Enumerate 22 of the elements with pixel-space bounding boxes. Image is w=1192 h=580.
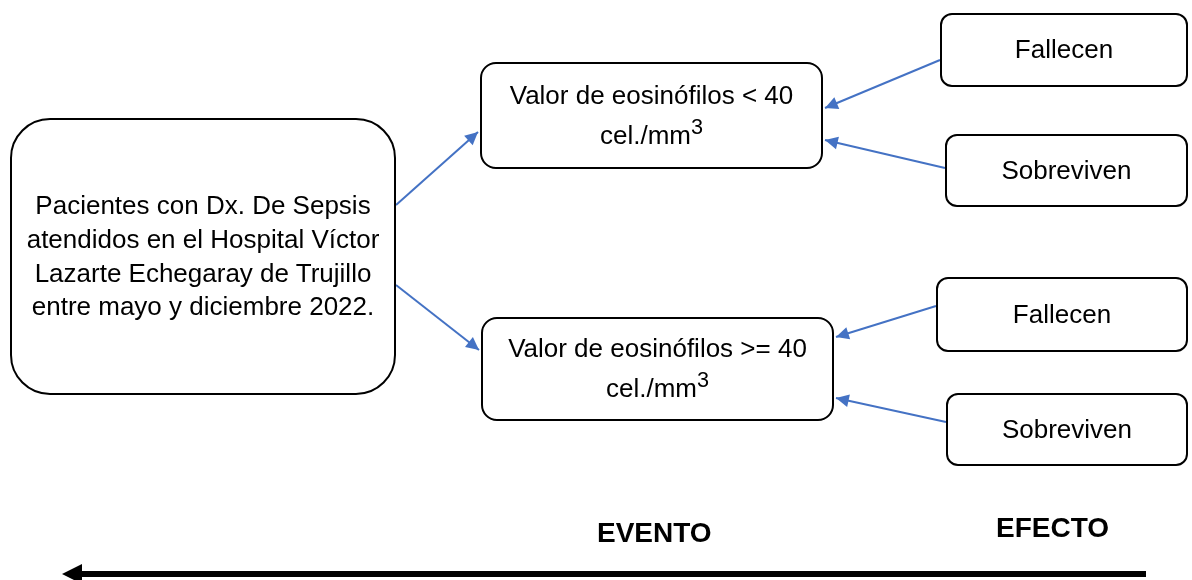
box-text: Sobreviven bbox=[1001, 153, 1132, 187]
rounded-box bbox=[940, 13, 1188, 87]
axis-label: EVENTO bbox=[597, 517, 712, 549]
box-text: Fallecen bbox=[1014, 33, 1114, 67]
arrow bbox=[835, 305, 937, 340]
rounded-box bbox=[946, 393, 1188, 466]
box-text: Fallecen bbox=[1012, 297, 1112, 331]
arrow bbox=[824, 136, 946, 169]
arrow bbox=[824, 59, 941, 109]
arrow bbox=[835, 394, 947, 423]
rounded-box bbox=[481, 317, 834, 421]
box-text: Valor de eosinófilos < 40 cel./mm$^{3}$ bbox=[508, 78, 795, 152]
box-text: Pacientes con Dx. De Sepsis atendidos en el Hospital Víctor Lazarte Echegaray de Trujillo entre mayo y diciembre 2022. bbox=[25, 188, 381, 324]
rounded-box bbox=[945, 134, 1188, 207]
box-text: Sobreviven bbox=[1001, 412, 1133, 446]
axis-label: EFECTO bbox=[996, 512, 1110, 544]
rounded-box bbox=[936, 277, 1188, 352]
rounded-box bbox=[10, 118, 396, 395]
arrow bbox=[395, 131, 479, 206]
box-text: Valor de eosinófilos >= 40 cel./mm$^{3}$ bbox=[507, 332, 808, 405]
arrow bbox=[395, 284, 480, 351]
rounded-box bbox=[480, 62, 823, 169]
